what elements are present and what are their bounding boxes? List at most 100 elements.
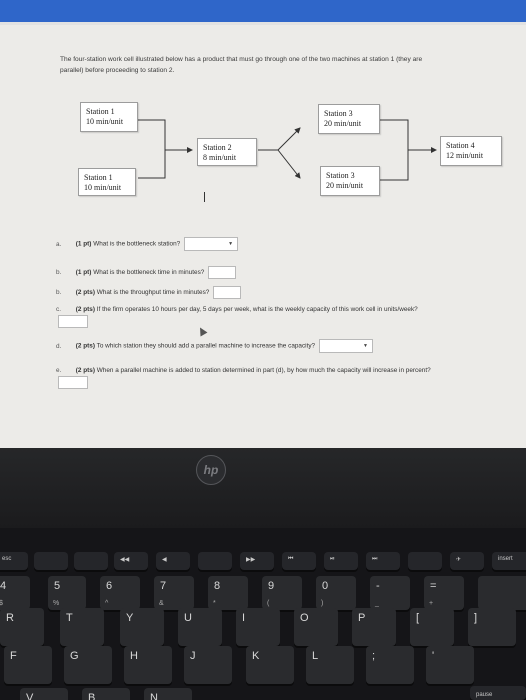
question-d-points: (2 pts) [75,342,95,350]
question-a-letter: a. [56,240,62,248]
question-e: e. (2 pts) When a parallel machine is ad… [56,366,431,375]
laptop-keyboard: esc ◀◀ ◀ ▶▶ ⏮ ⏯ ⏭ ✈ insert 4$ 5% 6^ 7& 8… [0,528,526,700]
key-9-main: 9 [268,580,275,592]
station-3a-name: Station 3 [324,109,353,118]
station-1b-name: Station 1 [84,173,113,182]
key-6[interactable]: 6^ [100,576,140,610]
key-6-main: 6 [106,580,113,592]
key-fn-12[interactable]: ✈ [450,552,484,570]
question-a: a. (1 pt) What is the bottleneck station… [56,237,239,251]
parallel-station-dropdown[interactable]: ▼ [318,339,373,353]
key-minus-main: - [376,580,380,592]
browser-top-bar [0,0,526,22]
key-u[interactable]: U [178,608,222,646]
key-h[interactable]: H [124,646,172,684]
key-8[interactable]: 8* [208,576,248,610]
throughput-time-input[interactable] [213,286,242,299]
key-f[interactable]: F [4,646,52,684]
key-fn-1[interactable]: esc [0,552,28,570]
question-e-letter: e. [56,367,62,374]
key-4-sub: $ [0,600,3,607]
diagram-connectors [138,119,437,181]
key-9[interactable]: 9( [262,576,302,610]
key-pause[interactable]: pause [470,686,526,700]
key-equals[interactable]: =+ [424,576,464,610]
key-6-sub: ^ [105,600,109,607]
key-quote[interactable]: ' [426,646,474,684]
question-b1-text: What is the bottleneck time in minutes? [93,269,205,277]
key-fn-9[interactable]: ⏯ [324,552,358,570]
question-e-text: When a parallel machine is added to stat… [96,367,431,374]
key-fn-5[interactable]: ◀ [156,552,190,570]
browser-subbar [0,22,526,25]
mouse-pointer-icon [196,325,208,337]
key-0[interactable]: 0) [316,576,356,610]
question-d: d. (2 pts) To which station they should … [56,339,373,353]
key-5[interactable]: 5% [48,576,86,610]
key-fn-2[interactable] [34,552,68,570]
key-fn-8[interactable]: ⏮ [282,552,316,570]
key-b[interactable]: B [82,688,130,700]
station-3b-box: Station 3 20 min/unit [320,166,380,196]
key-semicolon[interactable]: ; [366,646,414,684]
chevron-down-icon: ▼ [362,343,368,349]
key-j[interactable]: J [184,646,232,684]
key-fn-3[interactable] [74,552,108,570]
key-4[interactable]: 4$ [0,576,30,610]
key-v[interactable]: V [20,688,68,700]
capacity-increase-input[interactable] [58,376,88,389]
key-fn-10[interactable]: ⏭ [366,552,400,570]
key-insert[interactable]: insert [492,552,526,570]
intro-line-2: parallel) before proceeding to station 2… [60,67,175,74]
key-0-main: 0 [322,580,329,592]
question-b1: b. (1 pt) What is the bottleneck time in… [56,266,237,279]
question-b2: b. (2 pts) What is the throughput time i… [56,286,242,299]
key-r[interactable]: R [0,608,44,646]
station-2-box: Station 2 8 min/unit [197,138,257,166]
key-o[interactable]: O [294,608,338,646]
bottleneck-time-input[interactable] [208,266,237,279]
key-7-main: 7 [160,580,167,592]
key-fn-11[interactable] [408,552,442,570]
bottleneck-station-dropdown[interactable]: ▼ [184,237,239,251]
key-g[interactable]: G [64,646,112,684]
chevron-down-icon: ▼ [228,241,234,247]
key-7[interactable]: 7& [154,576,194,610]
key-5-main: 5 [54,580,61,592]
key-y[interactable]: Y [120,608,164,646]
key-p[interactable]: P [352,608,396,646]
question-intro: The four-station work cell illustrated b… [60,54,520,76]
question-b2-points: (2 pts) [75,289,95,297]
weekly-capacity-input[interactable] [58,315,88,328]
key-k[interactable]: K [246,646,294,684]
key-4-main: 4 [0,580,7,592]
station-4-rate: 12 min/unit [446,151,484,160]
station-4-name: Station 4 [446,141,475,150]
question-a-points: (1 pt) [75,240,92,248]
work-cell-diagram: Station 1 10 min/unit Station 1 10 min/u… [0,98,526,208]
question-d-text: To which station they should add a paral… [96,342,316,350]
key-n[interactable]: N [144,688,192,700]
key-l[interactable]: L [306,646,354,684]
key-fn-4[interactable]: ◀◀ [114,552,148,570]
key-7-sub: & [159,600,164,607]
key-backspace[interactable] [478,576,526,610]
key-fn-6[interactable] [198,552,232,570]
key-t[interactable]: T [60,608,104,646]
text-caret [204,192,205,202]
station-1a-rate: 10 min/unit [86,117,124,126]
key-i[interactable]: I [236,608,280,646]
key-bracket-left[interactable]: [ [410,608,454,646]
key-fn-7[interactable]: ▶▶ [240,552,274,570]
key-bracket-right[interactable]: ] [468,608,516,646]
key-9-sub: ( [267,600,270,607]
key-minus[interactable]: -_ [370,576,410,610]
hp-logo: hp [196,455,226,485]
station-3b-name: Station 3 [326,171,355,180]
browser-screen: The four-station work cell illustrated b… [0,0,526,448]
laptop-bezel [0,448,526,528]
key-8-main: 8 [214,580,221,592]
station-3a-rate: 20 min/unit [324,119,362,128]
station-2-rate: 8 min/unit [203,153,237,162]
question-c-text: If the firm operates 10 hours per day, 5… [96,306,418,313]
